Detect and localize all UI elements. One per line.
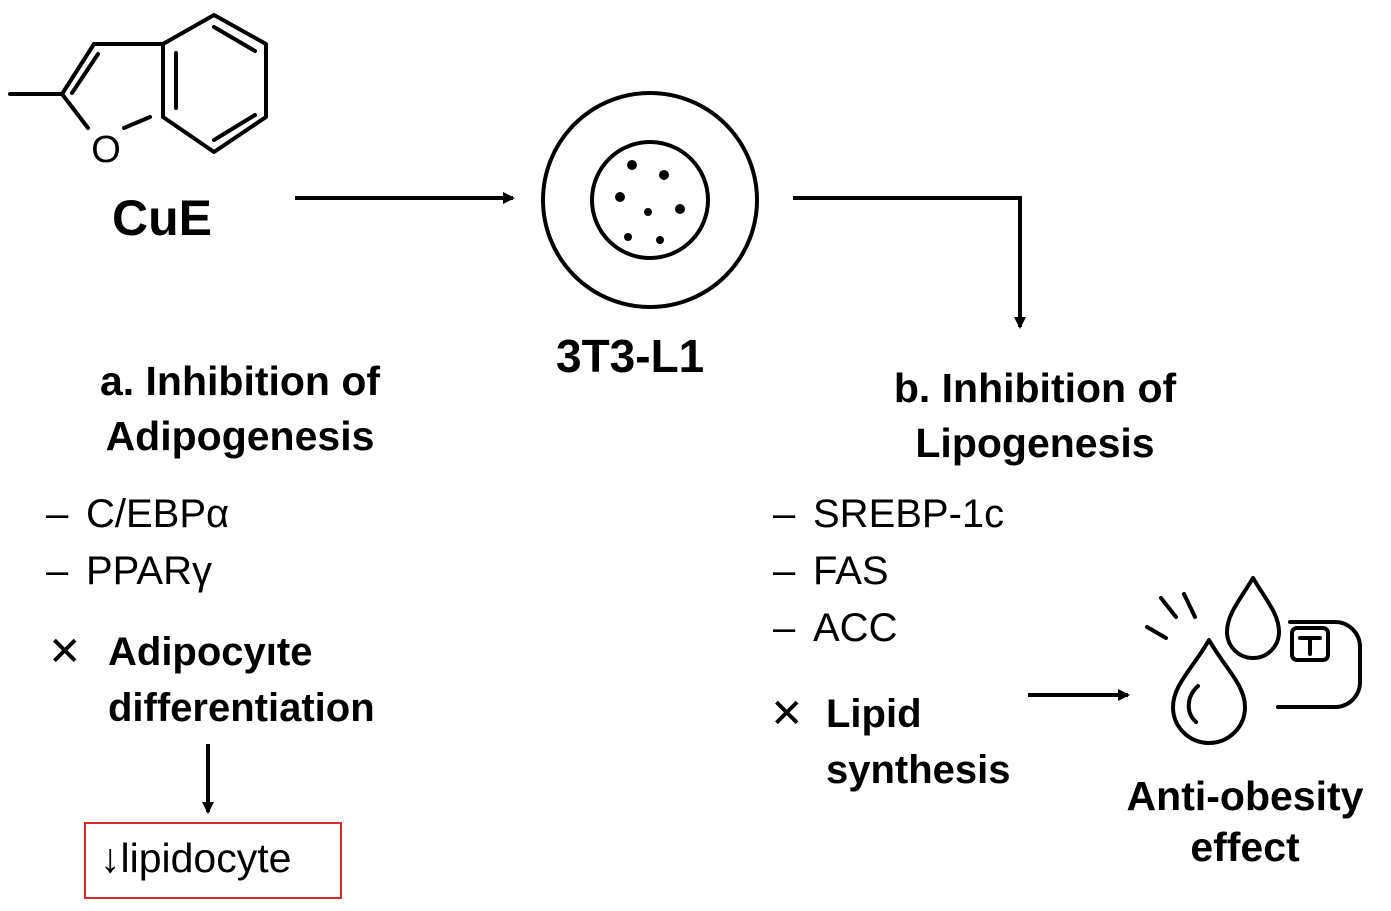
outcome-line2: synthesis [826,748,1011,792]
down-arrow-icon: ↓ [100,835,121,881]
adipogenesis-marker-list: –C/EBPα –PPARγ [46,486,229,600]
cross-icon: ✕ [770,692,804,736]
marker-name: C/EBPα [86,492,230,536]
arrow-cell-to-lipogenesis [793,196,1026,329]
marker-name: FAS [813,549,889,593]
list-item: –SREBP-1c [773,492,1005,536]
cell-line-label: 3T3-L1 [556,330,705,382]
oxygen-atom-label: O [91,129,121,171]
list-item: –FAS [773,549,889,593]
outcome-line1: Lipid [826,692,922,736]
list-item: –PPARγ [46,549,212,593]
cross-icon: ✕ [48,630,82,674]
compound-name: CuE [112,190,212,246]
fat-droplets-scale-icon [1145,576,1362,745]
section-b-title-line1: b. Inhibition of [893,365,1177,411]
result-label: ↓lipidocyte [100,838,291,879]
lipogenesis-marker-list: –SREBP-1c –FAS –ACC [773,486,1004,657]
adipogenesis-outcome: ✕ Adipocyıte differentiation [48,624,375,736]
marker-name: ACC [813,606,898,650]
list-item: –C/EBPα [46,492,230,536]
effect-line2: effect [1190,824,1300,870]
section-b-title: b. Inhibition of Lipogenesis [835,361,1235,471]
result-text: lipidocyte [120,835,292,881]
section-a-title-line2: Adipogenesis [105,413,375,459]
marker-name: PPARγ [86,549,212,593]
list-item: –ACC [773,606,898,650]
anti-obesity-effect-label: Anti-obesity effect [1100,771,1390,873]
outcome-line1: Adipocyıte [108,630,313,674]
section-a-title-line1: a. Inhibition of [99,358,381,404]
effect-line1: Anti-obesity [1126,773,1364,819]
cell-icon [541,91,759,309]
section-b-title-line2: Lipogenesis [915,420,1155,466]
marker-name: SREBP-1c [813,492,1005,536]
section-a-title: a. Inhibition of Adipogenesis [40,354,440,464]
lipogenesis-outcome: ✕ Lipid synthesis [770,686,1011,798]
outcome-line2: differentiation [108,686,375,730]
result-highlight-box [84,822,342,899]
benzofuran-structure-icon [8,13,268,154]
